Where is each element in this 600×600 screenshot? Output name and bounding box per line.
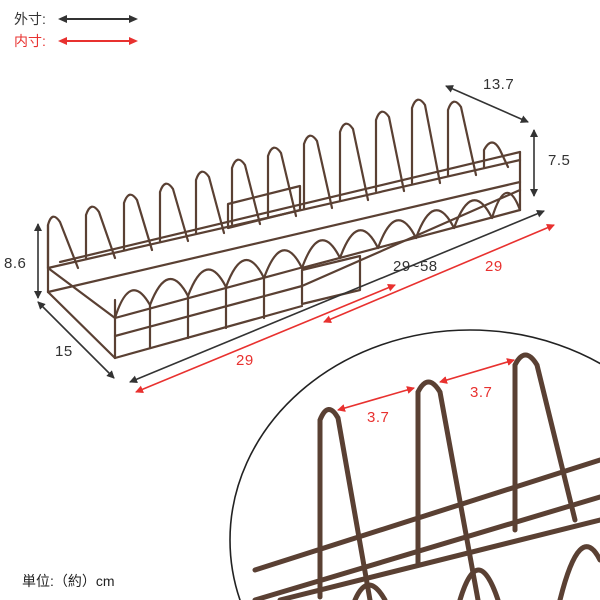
- legend-inner: 内寸:: [14, 30, 138, 52]
- dim-height-right: 7.5: [548, 152, 571, 169]
- dim-length-outer: 29~58: [393, 258, 438, 275]
- legend-outer-label: 外寸:: [14, 11, 46, 27]
- pitch-arrows: [337, 358, 515, 412]
- arrow-length-inner-right: [323, 224, 555, 323]
- dim-height-left: 8.6: [4, 255, 27, 272]
- dim-pitch-1: 3.7: [367, 409, 390, 426]
- dimension-arrows: [34, 85, 555, 394]
- dimension-legend: 外寸: 内寸:: [14, 8, 138, 52]
- dim-depth-top: 13.7: [483, 76, 515, 93]
- dim-length-inner-left: 29: [236, 352, 254, 369]
- double-arrow-icon-outer: [58, 15, 138, 23]
- dim-pitch-2: 3.7: [470, 384, 493, 401]
- legend-outer: 外寸:: [14, 8, 138, 30]
- detail-zoom-rack: [252, 352, 600, 600]
- dim-depth-left: 15: [55, 343, 73, 360]
- arrow-depth-top: [445, 85, 529, 123]
- dim-length-inner-right: 29: [485, 258, 503, 275]
- arrow-length-inner-left: [135, 283, 396, 394]
- arrow-depth-left: [37, 301, 115, 379]
- double-arrow-icon-inner: [58, 37, 138, 45]
- legend-inner-label: 内寸:: [14, 33, 46, 49]
- detail-circle: [229, 329, 600, 600]
- unit-note: 単位:（約）cm: [22, 573, 115, 589]
